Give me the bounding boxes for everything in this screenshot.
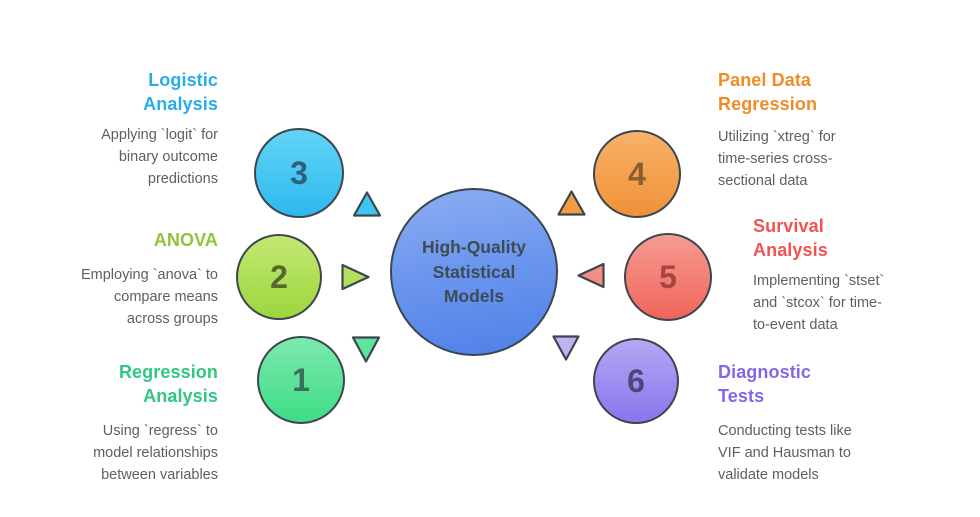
- heading-line: ANOVA: [153, 230, 218, 250]
- description-line: validate models: [718, 466, 819, 483]
- description-line: across groups: [126, 310, 218, 327]
- heading-line: Analysis: [753, 239, 828, 260]
- description-panel-data-regression: Utilizing `xtreg` for time-series cross-…: [718, 127, 948, 192]
- arrow-down-icon: [351, 336, 381, 363]
- node-number: 2: [270, 259, 288, 295]
- heading-anova: ANOVA: [8, 229, 218, 253]
- description-anova: Employing `anova` to compare means acros…: [8, 265, 218, 330]
- description-line: between variables: [101, 466, 218, 483]
- heading-line: Regression: [118, 362, 218, 382]
- heading-line: Survival: [753, 216, 824, 236]
- heading-line: Tests: [718, 385, 765, 406]
- heading-line: Logistic: [148, 70, 218, 90]
- arrow-up-icon: [557, 190, 586, 216]
- heading-line: Diagnostic: [718, 362, 812, 382]
- node-number: 3: [290, 155, 308, 191]
- node-circle-5: 5: [624, 233, 712, 321]
- arrow-up-icon: [352, 191, 382, 217]
- center-title-line: High-Quality: [421, 236, 527, 257]
- description-line: binary outcome: [118, 148, 218, 165]
- description-line: time-series cross-: [718, 150, 833, 167]
- heading-line: Regression: [718, 93, 818, 114]
- description-line: Conducting tests like: [718, 423, 852, 439]
- description-line: Utilizing `xtreg` for: [718, 129, 836, 145]
- node-number: 6: [627, 363, 645, 399]
- heading-survival-analysis: Survival Analysis: [753, 215, 973, 263]
- description-line: Using `regress` to: [102, 423, 218, 439]
- node-number: 4: [628, 156, 646, 192]
- node-number: 5: [659, 259, 677, 295]
- heading-line: Analysis: [143, 93, 218, 114]
- node-circle-1: 1: [257, 336, 345, 424]
- arrow-right-icon: [341, 263, 370, 291]
- heading-diagnostic-tests: Diagnostic Tests: [718, 361, 948, 409]
- description-survival-analysis: Implementing `stset` and `stcox` for tim…: [753, 271, 973, 336]
- description-line: compare means: [114, 288, 218, 305]
- heading-logistic-analysis: Logistic Analysis: [8, 69, 218, 117]
- node-number: 1: [292, 362, 310, 398]
- center-node: High-Quality Statistical Models: [390, 188, 558, 356]
- description-line: predictions: [147, 170, 218, 187]
- center-title-line: Statistical: [432, 261, 516, 282]
- node-circle-4: 4: [593, 130, 681, 218]
- description-diagnostic-tests: Conducting tests like VIF and Hausman to…: [718, 421, 948, 486]
- node-circle-3: 3: [254, 128, 344, 218]
- description-line: Applying `logit` for: [101, 127, 218, 143]
- node-circle-2: 2: [236, 234, 322, 320]
- arrow-down-icon: [552, 335, 580, 361]
- description-line: model relationships: [93, 444, 218, 461]
- description-regression-analysis: Using `regress` to model relationships b…: [8, 421, 218, 486]
- heading-line: Analysis: [143, 385, 218, 406]
- description-line: and `stcox` for time-: [753, 294, 882, 311]
- heading-regression-analysis: Regression Analysis: [8, 361, 218, 409]
- heading-panel-data-regression: Panel Data Regression: [718, 69, 948, 117]
- arrow-left-icon: [577, 262, 605, 289]
- description-line: Implementing `stset`: [753, 273, 885, 289]
- description-logistic-analysis: Applying `logit` for binary outcome pred…: [8, 125, 218, 190]
- description-line: sectional data: [718, 172, 808, 189]
- center-title: High-Quality Statistical Models: [422, 235, 526, 310]
- description-line: Employing `anova` to: [80, 267, 218, 283]
- center-title-line: Models: [443, 286, 505, 307]
- node-circle-6: 6: [593, 338, 679, 424]
- description-line: to-event data: [753, 316, 838, 333]
- heading-line: Panel Data: [718, 70, 812, 90]
- description-line: VIF and Hausman to: [718, 444, 851, 461]
